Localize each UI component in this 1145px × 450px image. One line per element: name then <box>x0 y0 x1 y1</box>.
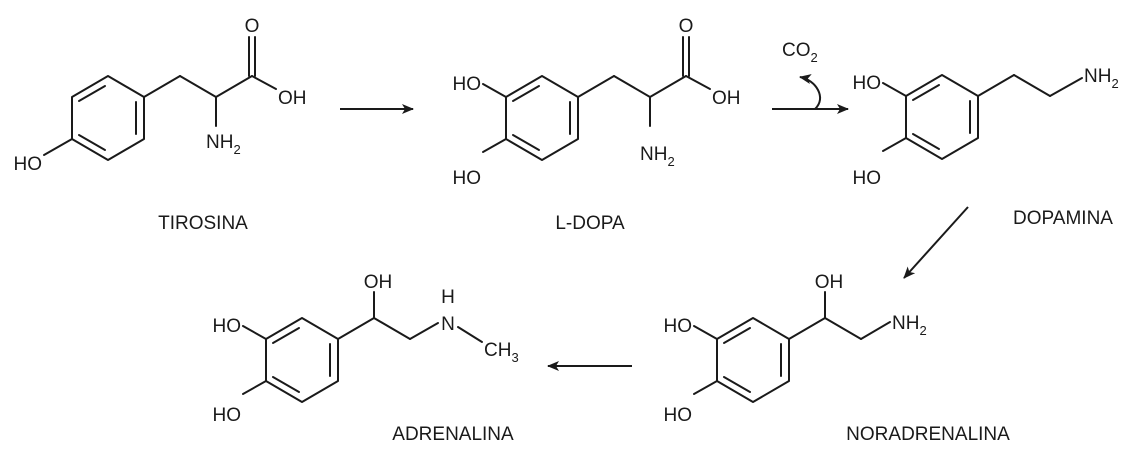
arrow-co2-release <box>799 74 821 110</box>
ldopa-carbonyl-o: O <box>679 16 694 37</box>
noradrenalina-structure: OH NH2 HO HO <box>664 272 927 426</box>
tirosina-structure: O OH NH2 HO <box>14 16 307 175</box>
adrenalina-n: N <box>441 314 455 335</box>
dopamina-nh2: NH2 <box>1084 66 1119 91</box>
dopamina-ho-4: HO <box>853 168 882 189</box>
arrow-dopamina-noradrenalina <box>903 206 969 279</box>
noradrenalina-nh2: NH2 <box>892 313 927 338</box>
ldopa-nh2: NH2 <box>640 144 675 169</box>
tirosina-carbonyl-o: O <box>245 16 260 37</box>
tirosina-ho: HO <box>14 154 43 175</box>
label-dopamina: DOPAMINA <box>1013 208 1113 229</box>
co2-label: CO2 <box>782 40 818 65</box>
tirosina-nh2: NH2 <box>206 132 241 157</box>
label-ldopa: L-DOPA <box>555 213 625 234</box>
noradrenalina-ho-4: HO <box>664 405 693 426</box>
adrenalina-ho-4: HO <box>213 405 242 426</box>
label-tirosina: TIROSINA <box>158 213 248 234</box>
noradrenalina-ho-3: HO <box>664 316 693 337</box>
label-noradrenalina: NORADRENALINA <box>846 424 1010 445</box>
label-adrenalina: ADRENALINA <box>392 424 514 445</box>
ldopa-ho-4: HO <box>453 168 482 189</box>
ldopa-ho-3: HO <box>453 74 482 95</box>
adrenalina-oh: OH <box>364 272 393 293</box>
dopamina-structure: NH2 HO HO <box>853 66 1119 189</box>
noradrenalina-oh: OH <box>815 272 844 293</box>
adrenalina-ch3: CH3 <box>484 340 519 365</box>
dopamina-ho-3: HO <box>853 73 882 94</box>
tirosina-oh: OH <box>278 88 307 109</box>
ldopa-structure: O OH NH2 HO HO <box>453 16 741 189</box>
adrenalina-ho-3: HO <box>213 316 242 337</box>
adrenalina-n-h: H <box>441 287 455 308</box>
adrenalina-structure: OH H N CH3 HO HO <box>213 272 519 426</box>
ldopa-oh: OH <box>712 88 741 109</box>
